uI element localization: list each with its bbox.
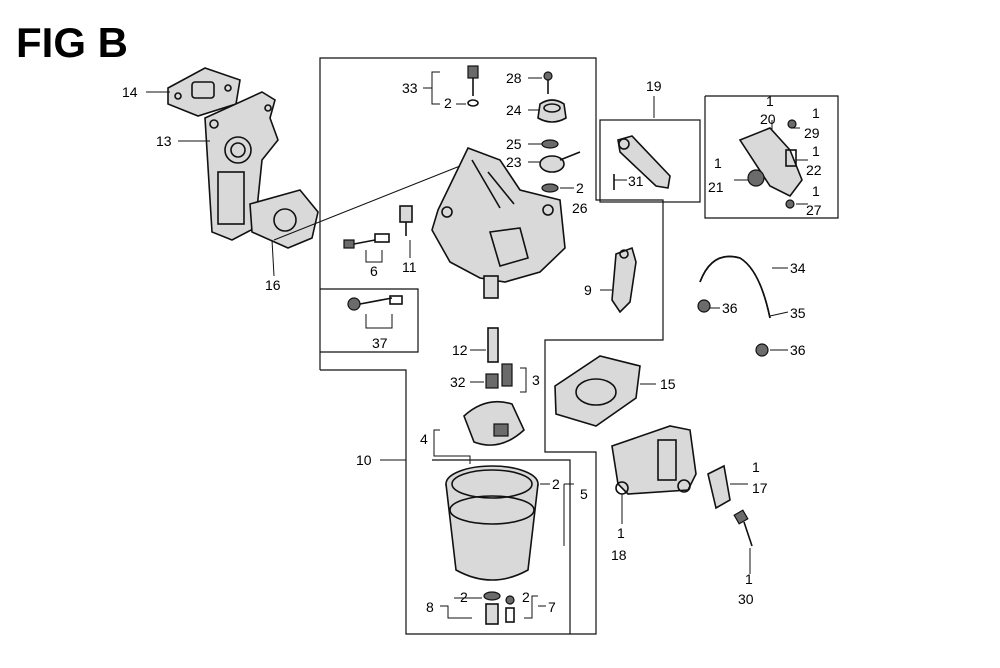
- part-7-drain-screw: [505, 595, 515, 623]
- part-33-screw: [467, 65, 479, 107]
- callout-1d: 1: [812, 143, 820, 159]
- part-36-clip-b: [755, 343, 769, 357]
- callout-5: 5: [580, 486, 588, 502]
- throttle-lever-assembly: [738, 119, 803, 209]
- callout-1c: 1: [714, 155, 722, 171]
- part-16-gasket: [249, 189, 319, 249]
- callout-1f: 1: [752, 459, 760, 475]
- part-25-spring: [541, 139, 559, 149]
- throttle-group-frame: [704, 95, 839, 219]
- callout-31: 31: [628, 173, 644, 189]
- part-4-float: [463, 400, 525, 446]
- callout-30: 30: [738, 591, 754, 607]
- part-36-clip-a: [697, 299, 711, 313]
- callout-1b: 1: [812, 105, 820, 121]
- callout-1e: 1: [812, 183, 820, 199]
- inner-group-frame: [320, 288, 419, 353]
- figure-title: FIG B: [16, 19, 128, 66]
- callout-36b: 36: [790, 342, 806, 358]
- callout-26: 26: [572, 200, 588, 216]
- callout-1h: 1: [745, 571, 753, 587]
- callout-15: 15: [660, 376, 676, 392]
- part-3-jet: [501, 363, 513, 387]
- part-2-washer: [541, 183, 559, 193]
- callout-1g: 1: [617, 525, 625, 541]
- callout-13: 13: [156, 133, 172, 149]
- callout-2c: 2: [552, 476, 560, 492]
- callout-9: 9: [584, 282, 592, 298]
- part-12-needle: [487, 327, 499, 363]
- callout-21: 21: [708, 179, 724, 195]
- callout-14: 14: [122, 84, 138, 100]
- part-35-fuel-tube: [699, 255, 771, 319]
- callout-11: 11: [402, 259, 417, 275]
- part-13-bracket: [204, 91, 279, 241]
- drain-group-frame: [432, 459, 571, 634]
- callout-2d: 2: [460, 589, 468, 605]
- part-8-drain-bolt: [483, 591, 501, 625]
- part-32-jet: [485, 373, 499, 389]
- part-11-screw: [399, 205, 413, 236]
- callout-4: 4: [420, 431, 428, 447]
- carburetor-group-frame: [319, 57, 664, 635]
- callout-17: 17: [752, 480, 768, 496]
- callout-35: 35: [790, 305, 806, 321]
- part-15-gasket: [554, 355, 641, 427]
- carburetor-body: [431, 146, 566, 299]
- callout-18: 18: [611, 547, 627, 563]
- callout-2e: 2: [522, 589, 530, 605]
- leader-lines: [146, 71, 808, 619]
- part-6-screw-set: [343, 233, 390, 249]
- part-24-cap: [537, 99, 567, 123]
- callout-34: 34: [790, 260, 806, 276]
- callout-28: 28: [506, 70, 522, 86]
- callout-37: 37: [372, 335, 388, 351]
- callout-10: 10: [356, 452, 372, 468]
- callout-3: 3: [532, 372, 540, 388]
- callout-27: 27: [806, 202, 822, 218]
- callout-36a: 36: [722, 300, 738, 316]
- callout-23: 23: [506, 154, 522, 170]
- part-30-bolt: [733, 509, 753, 547]
- callout-8: 8: [426, 599, 434, 615]
- callout-6: 6: [370, 263, 378, 279]
- callout-2a: 2: [444, 95, 452, 111]
- callout-7: 7: [548, 599, 556, 615]
- callout-labels: 14 13 16 33 2 28 24 25 23 2 26 6 11 37 9…: [122, 70, 822, 615]
- part-9-float-arm: [611, 246, 637, 314]
- callout-2b: 2: [576, 180, 584, 196]
- callout-33: 33: [402, 80, 418, 96]
- part-28-screw: [543, 71, 553, 94]
- part-18-bracket: [611, 425, 697, 495]
- part-5-float-bowl: [445, 465, 539, 581]
- callout-32: 32: [450, 374, 466, 390]
- choke-lever-group-frame: [599, 119, 701, 203]
- callout-12: 12: [452, 342, 468, 358]
- callout-20: 20: [760, 111, 776, 127]
- part-14-gasket: [167, 67, 241, 117]
- part-19-choke-lever: [613, 135, 671, 190]
- callout-22: 22: [806, 162, 822, 178]
- callout-16: 16: [265, 277, 281, 293]
- callout-25: 25: [506, 136, 522, 152]
- part-23-valve: [539, 151, 581, 173]
- callout-24: 24: [506, 102, 522, 118]
- callout-19: 19: [646, 78, 662, 94]
- callout-29: 29: [804, 125, 820, 141]
- part-37-screw-set: [347, 295, 403, 311]
- callout-1a: 1: [766, 93, 774, 109]
- part-17-clip: [707, 464, 731, 510]
